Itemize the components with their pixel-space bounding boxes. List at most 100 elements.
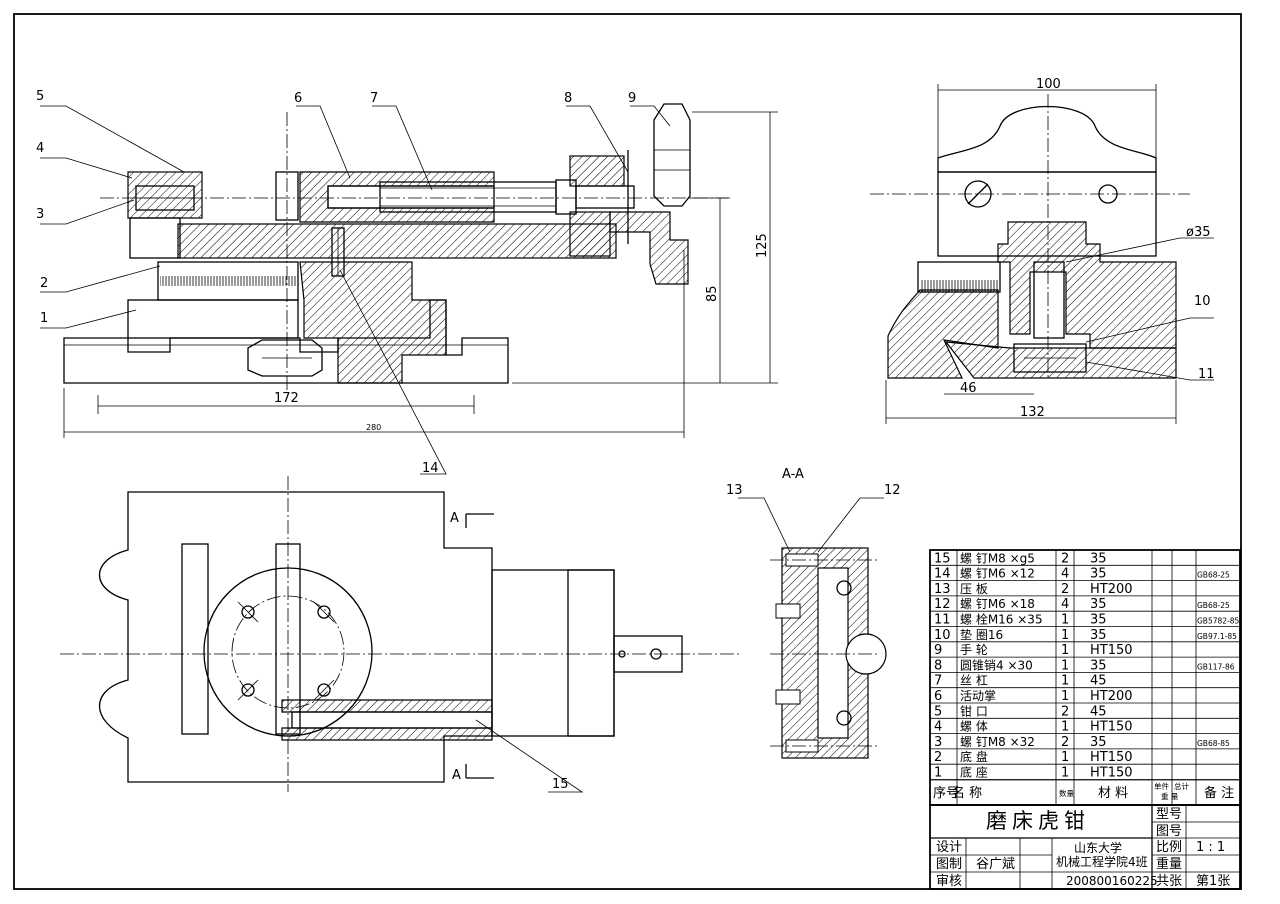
balloon-7: 7 [370,91,378,106]
design-label: 设计 [936,840,962,855]
dim-172: 172 [274,391,299,406]
bom-row-material: 35 [1090,551,1107,566]
bom-row-no: 1 [934,766,942,781]
school-line-1: 山东大学 [1074,840,1122,855]
bom-row-note: GB97.1-85 [1197,632,1237,641]
bom-row-no: 2 [934,750,942,765]
bom-row-name: 螺 栓M16 ×35 [960,612,1043,627]
bom-header-name: 名 称 [952,785,982,801]
bom-row-material: HT150 [1090,720,1133,735]
section-title-a-a: A-A [782,467,804,482]
bom-row-material: 35 [1090,613,1107,628]
dim-85: 85 [705,285,720,302]
bom-row-material: HT150 [1090,766,1133,781]
bom-header-total: 总计 [1174,781,1190,791]
student-id: 200800160225 [1066,874,1158,888]
bom-row-no: 12 [934,597,951,612]
balloon-14: 14 [422,461,439,476]
balloon-labels: 5 4 3 2 1 6 7 8 9 14 10 11 15 13 12 [36,89,1215,792]
dim-125: 125 [755,233,770,258]
balloon-3: 3 [36,207,44,222]
balloon-12: 12 [884,483,901,498]
balloon-15: 15 [552,777,569,792]
bom-row-no: 3 [934,735,942,750]
balloon-4: 4 [36,141,44,156]
bom-row-material: 35 [1090,735,1107,750]
bom-row-qty: 1 [1061,750,1069,765]
balloon-13: 13 [726,483,743,498]
bom-row-no: 7 [934,674,942,689]
bom-row-qty: 1 [1061,613,1069,628]
bom-row-qty: 1 [1061,766,1069,781]
bom-row-no: 9 [934,643,942,658]
sheets-label: 共张 [1156,874,1182,889]
front-view [63,103,778,438]
bom-row-material: 35 [1090,658,1107,673]
drawing-title: 磨床虎钳 [986,809,1090,833]
bom-header-weight: 重 量 [1161,792,1179,801]
bom-row-name: 垫 圈16 [960,627,1003,642]
bom-header-mat: 材 料 [1098,786,1128,801]
bom-header-unit: 单件 [1154,781,1170,791]
sheet-border [13,13,1242,890]
balloon-5: 5 [36,89,44,104]
section-a-a [770,547,887,759]
bom-row-note: GB117-86 [1197,662,1235,671]
bom-row-material: HT150 [1090,750,1133,765]
bom-row-qty: 4 [1061,597,1069,612]
scale-label: 比例 [1156,840,1182,855]
balloon-9: 9 [628,91,636,106]
bom-row-no: 11 [934,613,951,628]
drawing-no-label: 图号 [1156,824,1182,839]
bom-row-material: 35 [1090,567,1107,582]
section-mark-a-top: A [450,511,459,526]
bom-row-qty: 1 [1061,689,1069,704]
bom-row-material: HT200 [1090,582,1133,597]
balloon-2: 2 [40,276,48,291]
bom-row-note: GB68-25 [1197,601,1230,610]
bom-row-material: HT200 [1090,689,1133,704]
school-line-2: 机械工程学院4班 [1056,854,1148,869]
top-view [60,476,740,792]
bom-row-material: 45 [1090,674,1107,689]
leader-lines [40,105,1214,793]
bom-row-name: 活动掌 [960,689,996,703]
bom-row-no: 4 [934,720,942,735]
bom-header-qty: 数量 [1059,788,1075,798]
bom-row-qty: 1 [1061,628,1069,643]
bom-row-name: 底 座 [960,765,988,780]
drawn-label: 图制 [936,857,962,872]
sheet-value: 第1张 [1196,874,1230,889]
section-mark-a-bottom: A [452,768,461,783]
bom-row-qty: 4 [1061,567,1069,582]
dim-46: 46 [960,381,977,396]
bom-row-name: 螺 钉M6 ×18 [960,597,1035,611]
bom-row-material: HT150 [1090,643,1133,658]
bom-row-name: 螺 体 [960,720,988,734]
balloon-8: 8 [564,91,572,106]
balloon-6: 6 [294,91,302,106]
title-block: 磨床虎钳 型号 图号 比例 1 : 1 重量 共张 第1张 设计 图制 谷广斌 … [929,804,1241,890]
check-label: 审核 [936,874,962,889]
balloon-11: 11 [1198,367,1215,382]
bom-row-material: 35 [1090,628,1107,643]
bom-row-qty: 2 [1061,551,1069,566]
bom-row-qty: 2 [1061,735,1069,750]
bom-row-note: GB68-85 [1197,739,1230,748]
bom-row-no: 13 [934,582,951,597]
bom-row-qty: 1 [1061,643,1069,658]
model-label: 型号 [1156,807,1182,822]
bom-row-note: GB68-25 [1197,571,1230,580]
bom-row-no: 14 [934,567,951,582]
bom-row-material: 45 [1090,704,1107,719]
bom-header-note: 备 注 [1204,785,1234,801]
dimension-labels: 172 280 85 125 100 ø35 46 132 [274,77,1211,432]
drawn-name: 谷广斌 [976,857,1015,872]
bom-row-name: 螺 钉M8 ×32 [960,735,1035,749]
bom-row-qty: 1 [1061,658,1069,673]
balloon-1: 1 [40,311,48,326]
bom-header-no: 序号 [933,786,959,801]
dim-132: 132 [1020,405,1045,420]
